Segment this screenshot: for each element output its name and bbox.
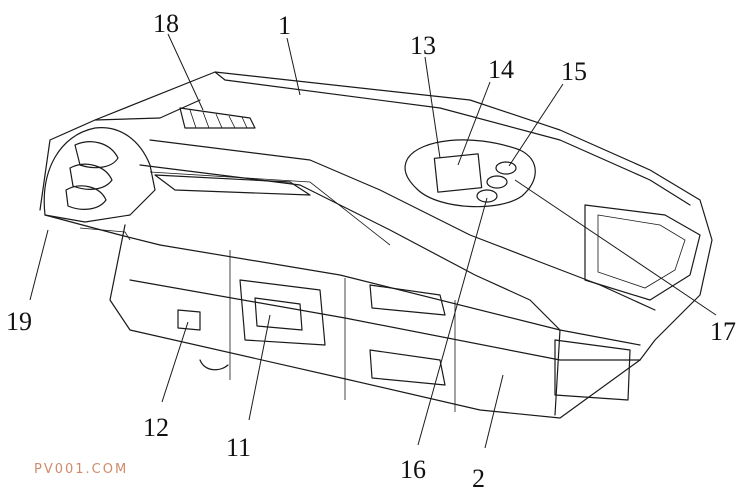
label-16: 16 <box>400 455 426 484</box>
button-top[interactable] <box>495 161 517 175</box>
label-15: 15 <box>561 57 587 86</box>
socket <box>254 297 303 331</box>
socket-recess <box>239 279 326 346</box>
label-13: 13 <box>410 31 436 60</box>
watermark: PV001.COM <box>34 462 129 477</box>
label-17: 17 <box>710 317 736 346</box>
top-slot <box>149 171 391 246</box>
label-14: 14 <box>488 55 514 84</box>
front-panel <box>177 279 631 401</box>
leader-lines <box>29 33 717 449</box>
vent-grille <box>179 107 256 129</box>
label-11: 11 <box>226 433 251 462</box>
housing-top <box>39 71 713 361</box>
label-18: 18 <box>153 9 179 38</box>
handle <box>43 127 161 246</box>
label-1: 1 <box>278 11 291 40</box>
button-bottom[interactable] <box>476 189 498 203</box>
label-12: 12 <box>143 413 169 442</box>
lcd-screen <box>433 153 483 193</box>
button-middle[interactable] <box>486 175 508 189</box>
housing-base <box>109 224 641 419</box>
reference-labels: 1 18 13 14 15 17 19 12 11 16 2 <box>6 9 736 493</box>
right-vent <box>584 204 701 301</box>
label-2: 2 <box>472 464 485 493</box>
label-19: 19 <box>6 307 32 336</box>
switch[interactable] <box>177 309 201 331</box>
display-panel <box>404 139 536 208</box>
